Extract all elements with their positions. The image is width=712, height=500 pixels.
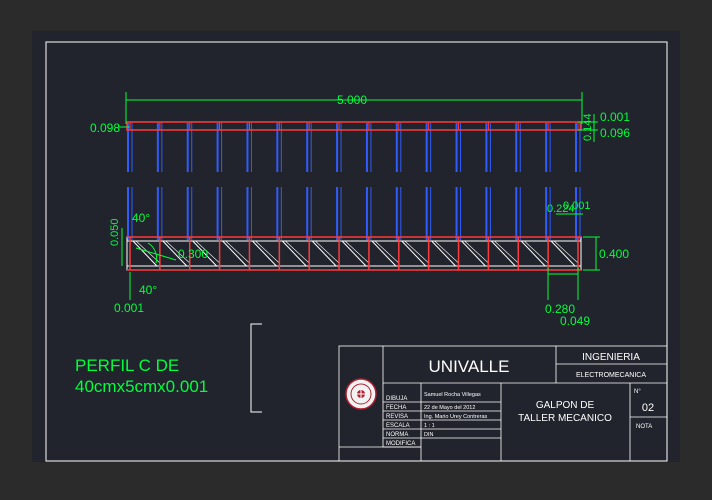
truss-diagonal-edge [464,240,489,264]
truss-diagonal-edge [494,240,519,264]
label-dibuja: DIBUJA [386,396,407,402]
value-norma: DIN [424,432,434,438]
truss-diagonal [461,240,486,267]
truss-diagonal [550,240,576,267]
value-revisa: Ing. Mario Urey Contreras [424,414,488,420]
truss-chords [126,121,582,271]
profile-note: PERFIL C DE 40cmx5cmx0.001 [75,356,208,396]
truss-diagonal-edge [225,240,250,264]
note-bracket [250,323,262,413]
institution-name: UNIVALLE [429,357,510,376]
truss-diagonal [431,240,456,267]
truss-diagonal [341,240,367,267]
dim-inner-spacing: 0.300 [178,247,208,261]
truss-diagonal-edge [314,240,340,264]
dimension-labels: 5.000 0.098 0.001 0.096 0.144 0.224 0.00… [90,93,630,328]
truss-diagonal-edge [285,240,310,264]
label-escala: ESCALA [386,423,410,429]
truss-diagonal-edge [165,240,190,264]
truss-diagonal-edge [524,240,549,264]
truss-diagonal [401,240,427,267]
profile-note-line2: 40cmx5cmx0.001 [75,377,208,396]
truss-web-diagonals [129,237,579,270]
dim-overall-length: 5.000 [337,93,367,107]
dim-angle-bottom: 40° [139,283,157,297]
dim-top-right-vertical: 0.144 [582,113,594,141]
truss-diagonal-edge [195,240,220,264]
faculty-name: INGENIERIA [582,352,640,363]
sheet-number: 02 [642,402,654,414]
dimension-lines [118,92,600,300]
truss-diagonal-edge [344,240,370,264]
dim-mid-right-a: 0.224 [547,203,575,215]
label-norma: NORMA [386,432,408,438]
label-modifica: MODIFICA [386,441,415,447]
label-revisa: REVISA [386,414,408,420]
vertical-posts [127,123,581,240]
dim-top-left: 0.098 [90,121,120,135]
dim-angle-top: 40° [132,211,150,225]
truss-diagonal-edge [553,240,579,264]
profile-note-line1: PERFIL C DE [75,356,179,375]
truss-diagonal [192,240,217,267]
dim-top-right-b: 0.096 [600,126,630,140]
truss-diagonal [371,240,397,267]
truss-diagonal [162,240,188,267]
truss-diagonal [222,240,247,267]
truss-diagonal [491,240,516,267]
truss-diagonal-edge [404,240,429,264]
top-chord [126,121,582,131]
dim-bottom-right-a: 0.280 [545,302,575,316]
dim-vertical-left: 0.050 [109,218,121,246]
dim-bottom-left: 0.001 [114,301,144,315]
title-block [338,345,668,462]
dimline-inner-spacing [135,247,177,261]
angle-arc [147,242,158,264]
label-numero: N° [634,389,641,395]
label-nota: NOTA [636,424,652,430]
truss-diagonal [132,240,158,267]
dim-top-right-a: 0.001 [600,110,630,124]
truss-diagonal-edge [434,240,459,264]
title-block-frame [338,345,668,462]
truss-diagonal [281,240,307,267]
value-fecha: 22 de Mayo del 2012 [424,405,475,411]
label-fecha: FECHA [386,405,406,411]
truss-diagonal [311,240,337,267]
truss-diagonal-edge [255,240,280,264]
title-block-text: UNIVALLE INGENIERIA ELECTROMECANICA DIBU… [386,352,654,447]
drawing-title-line1: GALPON DE [536,400,595,411]
university-seal-logo [345,378,377,410]
value-escala: 1 : 1 [424,423,435,429]
truss-diagonal [252,240,277,267]
value-dibuja: Samuel Rocha Villegas [424,392,481,398]
dim-height-right: 0.400 [599,247,629,261]
truss-diagonal [520,240,546,267]
truss-diagonal-edge [374,240,400,264]
dim-mid-right-b: 0.001 [563,200,591,212]
drawing-title-line2: TALLER MECANICO [518,413,612,424]
department-name: ELECTROMECANICA [576,372,646,379]
dim-bottom-right-b: 0.049 [560,314,590,328]
